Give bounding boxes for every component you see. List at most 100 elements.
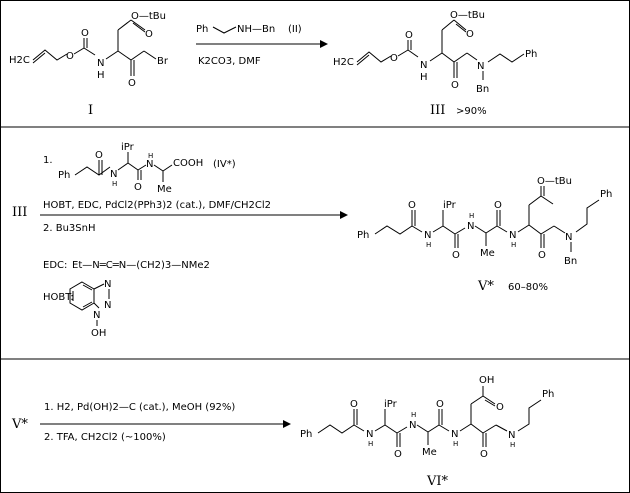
label-compound-I: I <box>88 103 93 118</box>
bond-co-o <box>130 19 146 31</box>
reagent-nh-bn: NH—Bn <box>237 24 275 35</box>
bond-ca-co <box>127 162 139 171</box>
atom-ipr: iPr <box>121 142 135 153</box>
atom-o-acid: O <box>496 402 504 413</box>
atom-o-carbonyl: O <box>405 30 413 41</box>
reagent-label-II: (II) <box>288 24 302 35</box>
arrow-step3-head <box>283 420 291 428</box>
atom-o2: O <box>134 182 142 193</box>
atom-h: H <box>97 70 105 81</box>
bond-ca-co2 <box>442 225 456 235</box>
bond-co-o-double <box>132 22 146 33</box>
bond-n-ca <box>429 52 443 62</box>
step2-prefix: 1. <box>43 155 53 166</box>
bond-ch2-co4 <box>528 195 542 206</box>
phenethyl-chain <box>575 199 600 233</box>
label-V-start: V* <box>11 417 28 432</box>
atom-o1: O <box>350 399 358 410</box>
chain <box>74 166 111 176</box>
step3-line1: 1. H2, Pd(OH)2—C (cat.), MeOH (92%) <box>44 402 235 413</box>
atom-oh: OH <box>479 375 494 386</box>
bond-n-ca1 <box>374 424 386 432</box>
bond-ketone-ch2 <box>130 50 145 61</box>
atom-n3: N <box>509 230 516 241</box>
allyl-chain <box>356 51 392 63</box>
step1-conditions: K2CO3, DMF <box>198 56 261 67</box>
bond-n-ca2 <box>153 164 164 172</box>
atom-o-ketone: O <box>451 80 459 91</box>
triazole-bond-3 <box>93 302 100 309</box>
atom-o-ketone: O <box>128 78 136 89</box>
step1-reagent: Ph NH—Bn (II) <box>196 24 302 35</box>
bond-ca-co2 <box>384 424 398 434</box>
atom-n-amine: N <box>508 430 515 441</box>
bond-ch2-co <box>441 19 455 31</box>
benzene-inner-2 <box>82 284 93 291</box>
atom-ph: Ph <box>525 49 537 60</box>
atom-o3: O <box>494 200 502 211</box>
atom-h2: H <box>148 152 153 160</box>
bond-ch2-br <box>143 50 157 60</box>
label-III-start: III <box>12 205 27 220</box>
atom-otbu: O—tBu <box>450 10 485 21</box>
atom-n-t3: N <box>93 310 100 321</box>
step2-conditions-line2: HOBT, EDC, PdCl2(PPh3)2 (cat.), DMF/CH2C… <box>43 200 271 211</box>
label-compound-VI: VI* <box>426 474 449 489</box>
bond-o-c <box>397 49 409 57</box>
atom-n-amine: N <box>565 232 572 243</box>
bond-ch2-n <box>553 225 566 234</box>
bond-co-o <box>453 19 467 31</box>
atom-h: H <box>420 72 428 83</box>
bond-ch2-co <box>117 19 132 31</box>
atom-h2c: H2C <box>333 57 354 68</box>
atom-n: N <box>110 169 117 180</box>
bond-n-ca1 <box>432 225 444 233</box>
atom-h: H <box>112 180 117 188</box>
atom-n-t2: N <box>104 300 111 311</box>
atom-n1: N <box>366 429 373 440</box>
benzene-inner-3 <box>82 301 93 308</box>
atom-n2: N <box>409 420 416 431</box>
atom-cooh: COOH <box>173 158 203 169</box>
bond-c-n1 <box>411 225 423 233</box>
atom-n3: N <box>451 429 458 440</box>
atom-me: Me <box>422 447 437 458</box>
phenethyl-chain <box>487 53 525 63</box>
hobt-label: HOBT: <box>43 292 74 303</box>
bond-ketone-ch2 <box>482 424 497 434</box>
atom-ph: Ph <box>357 230 369 241</box>
reagent-ph: Ph <box>196 24 208 35</box>
reagent-label-IV: (IV*) <box>213 159 236 170</box>
atom-n2: N <box>146 159 153 170</box>
bond-ch2-n <box>466 52 478 61</box>
atom-ph2: Ph <box>542 389 554 400</box>
allyl-double-bond <box>32 52 46 64</box>
bond-ch2-n <box>495 424 508 432</box>
atom-h3: H <box>511 241 516 249</box>
atom-ph2: Ph <box>600 189 612 200</box>
atom-o-ester: O <box>390 53 398 64</box>
bond-n-ca3 <box>517 224 530 233</box>
atom-oh: OH <box>91 328 106 339</box>
edc-label: EDC: <box>43 260 67 271</box>
bond-c-n2 <box>396 426 408 434</box>
edc-formula: Et—N═C═N—(CH2)3—NMe2 <box>72 260 210 271</box>
atom-o: O <box>95 150 103 161</box>
bond-ca-ketone <box>117 50 132 61</box>
bond-o-c <box>73 47 85 55</box>
atom-o-ester2: O <box>145 29 153 40</box>
label-compound-III: III <box>430 103 445 118</box>
bond-ketone-ch2 <box>540 225 555 235</box>
atom-h2: H <box>469 212 474 220</box>
bond-cooh-o-double <box>484 399 496 407</box>
atom-ipr: iPr <box>384 399 398 410</box>
atom-o2: O <box>394 449 402 460</box>
atom-h2: H <box>411 411 416 419</box>
atom-o3: O <box>436 399 444 410</box>
atom-h1: H <box>426 241 431 249</box>
compound-V-structure: Ph O N H iPr O N H Me O N H O—tBu <box>357 176 612 267</box>
arrow-step1-head <box>320 40 328 48</box>
atom-bn: Bn <box>476 84 489 95</box>
hobt-structure: N N N OH <box>69 279 111 339</box>
bond-n-ca2 <box>474 225 487 234</box>
